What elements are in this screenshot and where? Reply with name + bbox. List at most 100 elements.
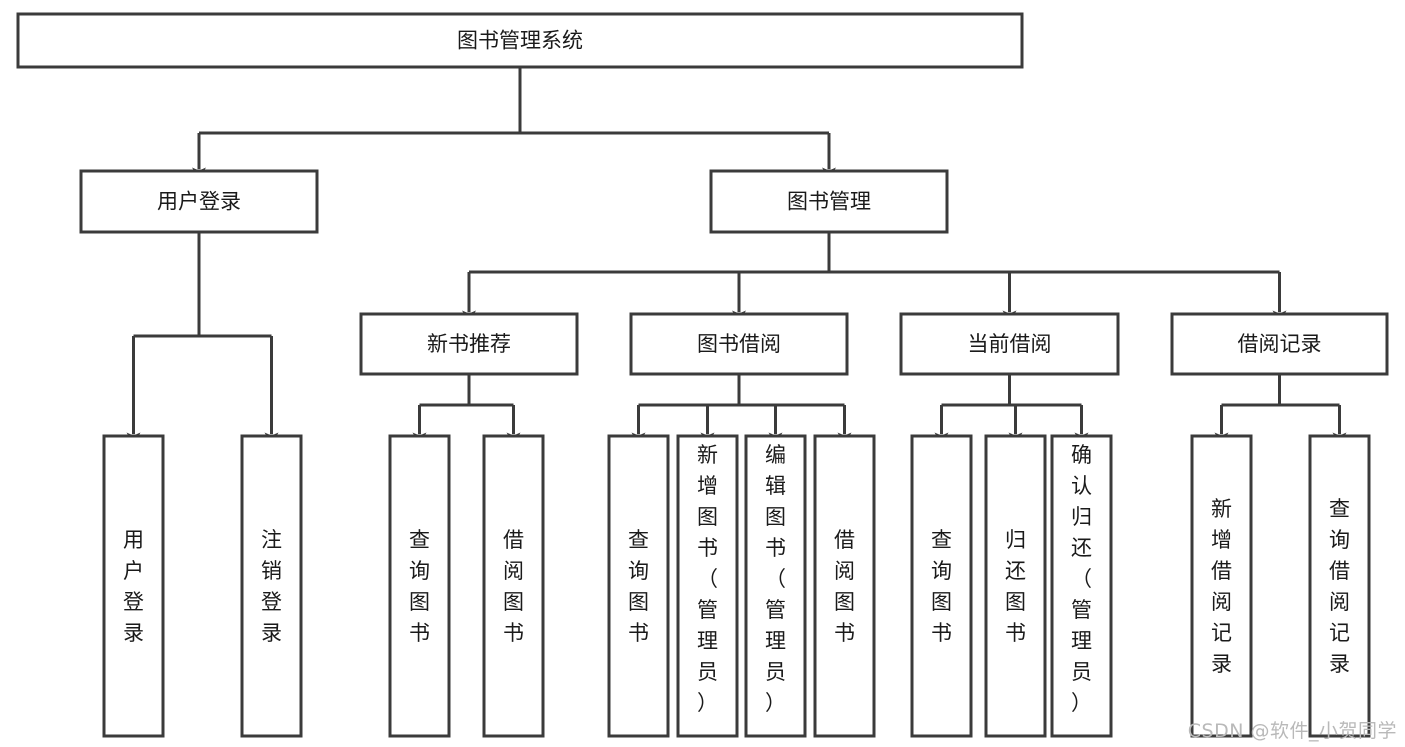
node-leaf-edit-book-admin-char: 图 xyxy=(765,505,786,529)
node-user-login[interactable]: 用户登录 xyxy=(79,169,319,234)
node-leaf-user-login-char: 登 xyxy=(123,590,144,614)
node-new-book-recommend-box xyxy=(359,312,579,376)
node-leaf-edit-book-admin-char: 员 xyxy=(765,660,786,684)
node-leaf-add-borrow-record-char: 记 xyxy=(1211,621,1232,645)
node-leaf-borrow-book-char: 图 xyxy=(834,590,855,614)
node-leaf-add-book-admin-char: （ xyxy=(697,567,718,591)
node-leaf-query-borrow-record-char: 询 xyxy=(1329,528,1350,552)
node-leaf-confirm-return-admin-char: 还 xyxy=(1071,536,1092,560)
node-leaf-add-book-admin-char: 员 xyxy=(697,660,718,684)
node-book-management-label: 图书管理 xyxy=(787,190,871,214)
node-leaf-borrow-book-box xyxy=(813,434,876,738)
node-leaf-confirm-return-admin-char: 归 xyxy=(1071,505,1092,529)
nodes-layer: 图书管理系统用户登录图书管理新书推荐图书借阅当前借阅借阅记录用户登录注销登录查询… xyxy=(16,12,1389,738)
node-root[interactable]: 图书管理系统 xyxy=(16,12,1024,69)
node-leaf-edit-book-admin-char: 书 xyxy=(765,536,786,560)
node-leaf-add-book-admin-char: 新 xyxy=(697,443,718,467)
node-leaf-query-book-current-char: 书 xyxy=(931,621,952,645)
node-leaf-logout-box xyxy=(240,434,303,738)
node-current-borrow[interactable]: 当前借阅 xyxy=(899,312,1120,376)
node-book-borrow[interactable]: 图书借阅 xyxy=(629,312,849,376)
node-leaf-add-book-admin-char: 图 xyxy=(697,505,718,529)
node-borrow-record-box xyxy=(1170,312,1389,376)
node-current-borrow-box xyxy=(899,312,1120,376)
node-leaf-confirm-return-admin-char: 管 xyxy=(1071,598,1092,622)
node-leaf-add-borrow-record-char: 录 xyxy=(1211,652,1232,676)
node-leaf-return-book-box xyxy=(984,434,1047,738)
node-leaf-borrow-book-recommend-char: 借 xyxy=(503,528,524,552)
node-leaf-user-login-box xyxy=(102,434,165,738)
node-leaf-confirm-return-admin-char: （ xyxy=(1071,567,1092,591)
node-leaf-add-book-admin-char: ） xyxy=(697,691,718,715)
node-leaf-confirm-return-admin-char: 确 xyxy=(1071,443,1092,467)
node-leaf-return-book-char: 还 xyxy=(1005,559,1026,583)
node-leaf-add-borrow-record-char: 新 xyxy=(1211,497,1232,521)
node-leaf-logout-char: 销 xyxy=(261,559,282,583)
node-leaf-query-book-current-char: 查 xyxy=(931,528,952,552)
node-book-management-box xyxy=(709,169,949,234)
node-leaf-confirm-return-admin-char: ） xyxy=(1071,691,1092,715)
node-leaf-query-borrow-record-box xyxy=(1308,434,1371,738)
node-leaf-logout-char: 登 xyxy=(261,590,282,614)
node-leaf-query-borrow-record-char: 借 xyxy=(1329,559,1350,583)
node-leaf-query-book-recommend-char: 询 xyxy=(409,559,430,583)
node-root-box xyxy=(16,12,1024,69)
node-leaf-add-borrow-record-char: 借 xyxy=(1211,559,1232,583)
node-leaf-query-book-box xyxy=(607,434,670,738)
node-leaf-confirm-return-admin-char: 认 xyxy=(1071,474,1092,498)
node-leaf-confirm-return-admin-char: 员 xyxy=(1071,660,1092,684)
node-leaf-edit-book-admin-char: ） xyxy=(765,691,786,715)
node-leaf-user-login[interactable]: 用户登录 xyxy=(102,434,165,738)
node-leaf-edit-book-admin-char: （ xyxy=(765,567,786,591)
node-leaf-query-book-recommend-box xyxy=(388,434,451,738)
node-leaf-query-borrow-record-char: 录 xyxy=(1329,652,1350,676)
node-leaf-edit-book-admin-char: 辑 xyxy=(765,474,786,498)
node-borrow-record[interactable]: 借阅记录 xyxy=(1170,312,1389,376)
node-borrow-record-label: 借阅记录 xyxy=(1238,332,1322,356)
node-current-borrow-label: 当前借阅 xyxy=(968,332,1052,356)
node-leaf-add-book-admin-char: 增 xyxy=(697,474,718,498)
node-new-book-recommend[interactable]: 新书推荐 xyxy=(359,312,579,376)
node-leaf-borrow-book-char: 阅 xyxy=(834,559,855,583)
node-leaf-add-book-admin-box xyxy=(676,434,739,738)
node-root-label: 图书管理系统 xyxy=(457,29,583,53)
node-leaf-borrow-book-recommend-char: 阅 xyxy=(503,559,524,583)
node-leaf-query-book-current-char: 图 xyxy=(931,590,952,614)
node-leaf-user-login-char: 录 xyxy=(123,621,144,645)
node-leaf-add-borrow-record-char: 阅 xyxy=(1211,590,1232,614)
node-leaf-return-book-char: 书 xyxy=(1005,621,1026,645)
node-leaf-query-borrow-record-char: 记 xyxy=(1329,621,1350,645)
node-leaf-borrow-book-char: 书 xyxy=(834,621,855,645)
connectors-layer xyxy=(126,67,1347,445)
node-leaf-confirm-return-admin-char: 理 xyxy=(1071,629,1092,653)
node-leaf-add-borrow-record-char: 增 xyxy=(1211,528,1232,552)
node-leaf-edit-book-admin-char: 管 xyxy=(765,598,786,622)
node-leaf-return-book-char: 归 xyxy=(1005,528,1026,552)
node-leaf-query-book-char: 图 xyxy=(628,590,649,614)
node-leaf-user-login-char: 户 xyxy=(123,559,144,583)
node-leaf-query-borrow-record-char: 查 xyxy=(1329,497,1350,521)
node-leaf-query-book-char: 询 xyxy=(628,559,649,583)
node-leaf-query-book-recommend-char: 查 xyxy=(409,528,430,552)
node-leaf-borrow-book-recommend-char: 书 xyxy=(503,621,524,645)
node-leaf-add-book-admin-char: 书 xyxy=(697,536,718,560)
node-leaf-query-book-char: 书 xyxy=(628,621,649,645)
node-book-management[interactable]: 图书管理 xyxy=(709,169,949,234)
node-leaf-query-book-recommend-char: 图 xyxy=(409,590,430,614)
node-leaf-edit-book-admin-box xyxy=(744,434,807,738)
node-leaf-user-login-char: 用 xyxy=(123,528,144,552)
node-leaf-borrow-book-char: 借 xyxy=(834,528,855,552)
